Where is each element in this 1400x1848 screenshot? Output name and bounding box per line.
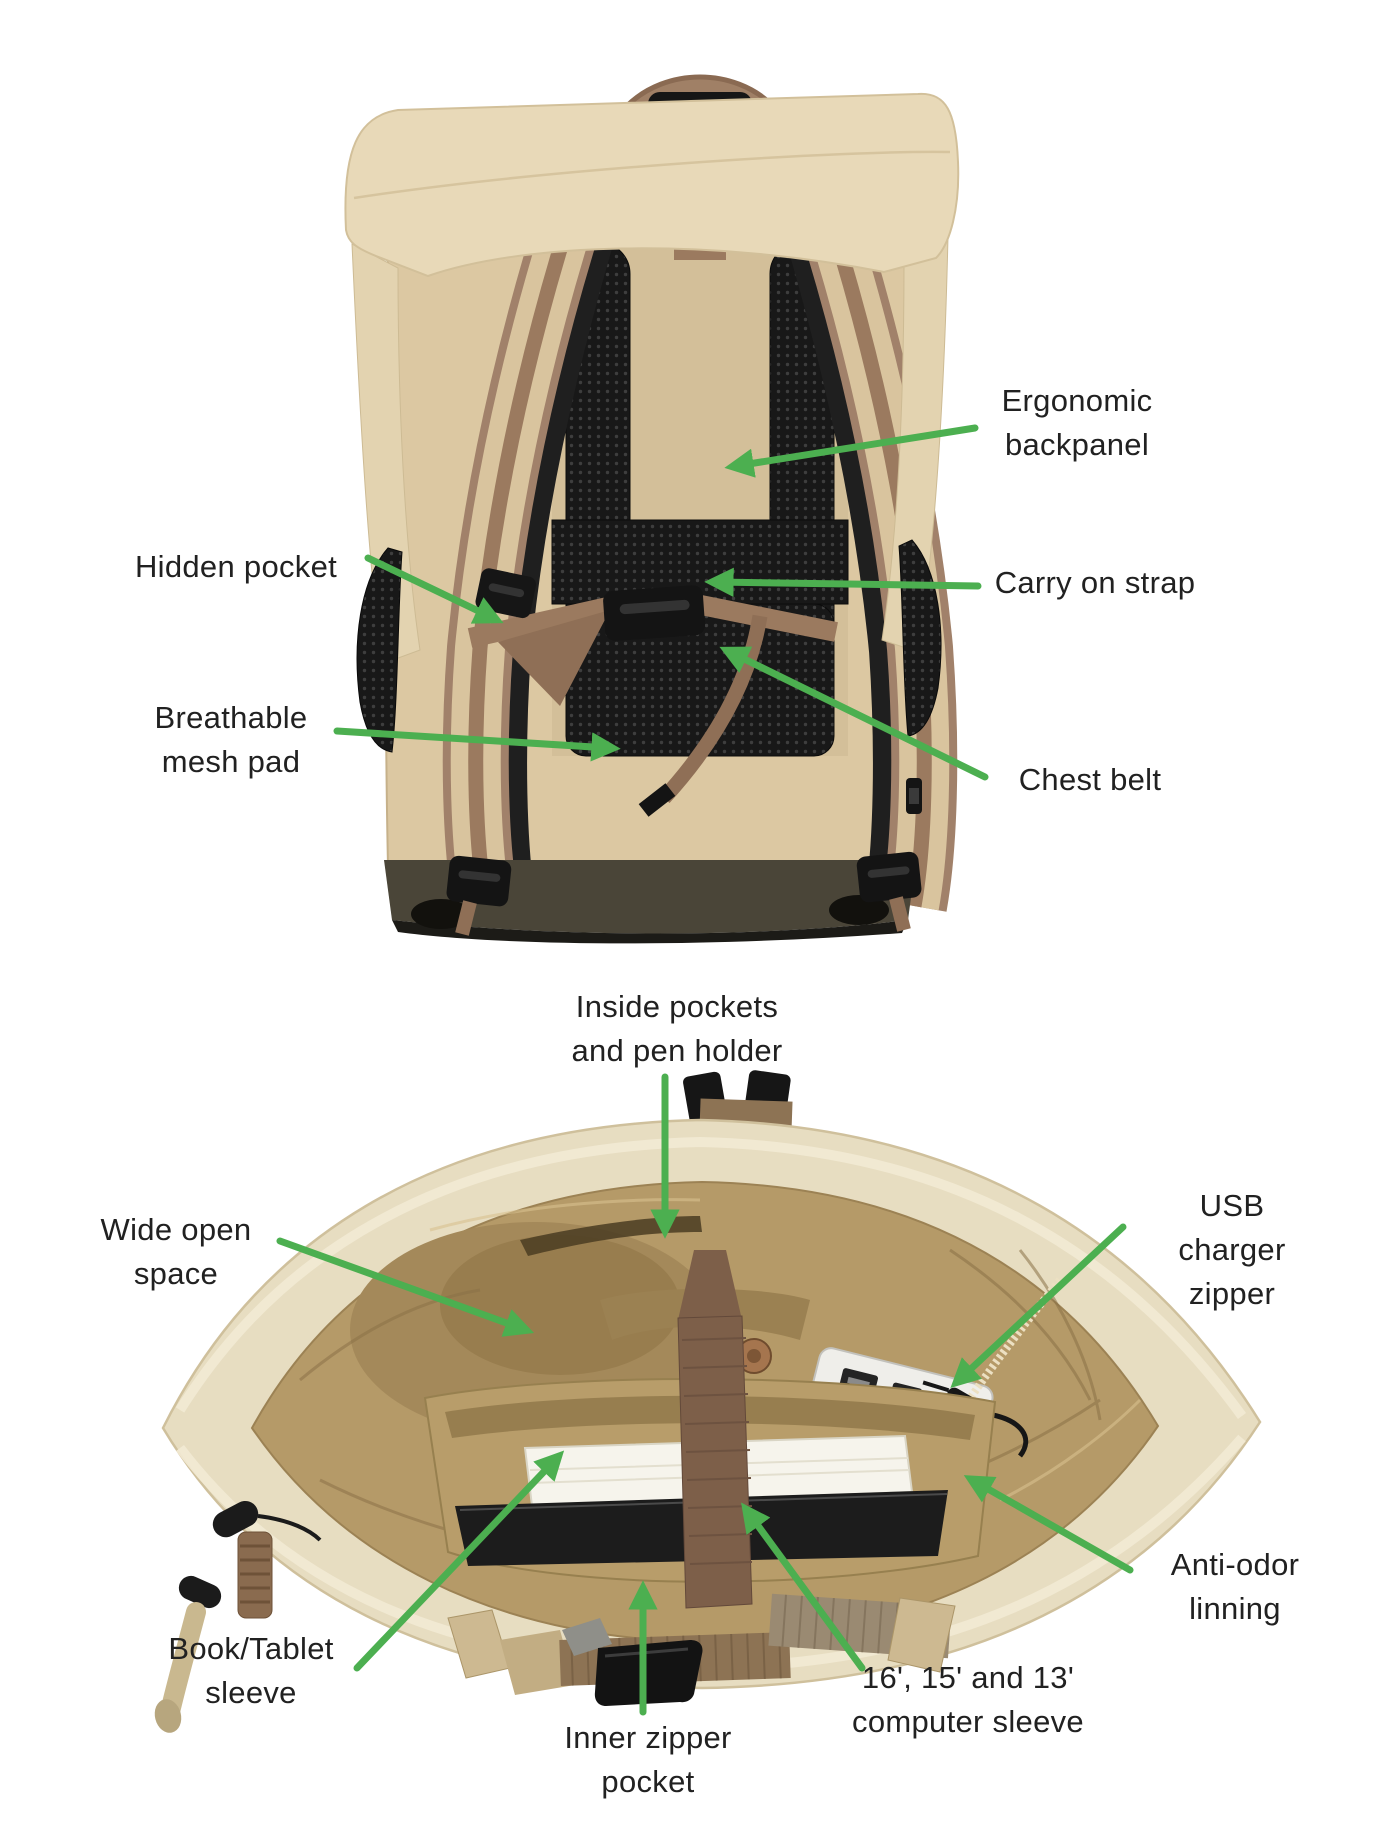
callout-ergonomic-backpanel: Ergonomic backpanel	[1001, 383, 1153, 462]
callout-inside-pockets-pen-holder: Inside pockets and pen holder	[571, 989, 783, 1068]
backpack-back-view-illustration	[344, 74, 960, 944]
side-pocket-left	[356, 547, 403, 753]
callout-anti-odor-linning: Anti-odor linning	[1170, 1547, 1300, 1626]
callout-chest-belt: Chest belt	[1018, 762, 1162, 797]
hanging-zipper-tab	[154, 1602, 206, 1733]
bottom-clip	[594, 1640, 703, 1706]
arrow-wide-open-space	[276, 1237, 535, 1337]
callout-computer-sleeve: 16', 15' and 13' computer sleeve	[852, 1660, 1084, 1739]
zipper-cord	[257, 1514, 322, 1542]
arrow-usb-charger-zipper	[950, 1223, 1127, 1389]
zipper-pull-left-1	[212, 1500, 259, 1538]
arrow-breathable-mesh-pad	[333, 727, 621, 762]
callout-carry-on-strap: Carry on strap	[994, 565, 1196, 600]
sleeve-strap	[677, 1250, 753, 1609]
backpack-inside-view-illustration	[154, 1070, 1262, 1733]
arrow-anti-odor-linning	[963, 1475, 1134, 1574]
arrow-carry-on-strap	[704, 567, 982, 597]
arrow-hidden-pocket	[364, 554, 504, 624]
ladder-buckle-right	[856, 851, 922, 903]
ladder-buckle-left	[446, 855, 512, 907]
callout-inner-zipper-pocket: Inner zipper pocket	[564, 1720, 732, 1799]
backpack-bottom	[384, 860, 916, 944]
usb-port	[906, 778, 922, 814]
usb-cable	[987, 1411, 1029, 1458]
arrow-chest-belt	[719, 646, 989, 781]
callout-hidden-pocket: Hidden pocket	[134, 549, 338, 584]
webbing-loop-left	[237, 1531, 273, 1619]
strap-tail-right	[889, 896, 911, 932]
callout-breathable-mesh-pad: Breathable mesh pad	[154, 700, 308, 779]
arrow-ergonomic-backpanel	[724, 424, 979, 478]
callout-book-tablet-sleeve: Book/Tablet sleeve	[168, 1631, 334, 1710]
side-pocket-right	[898, 539, 942, 737]
zipper-pull-left-2	[178, 1575, 222, 1609]
arrow-computer-sleeve	[741, 1502, 866, 1672]
callout-arrows	[276, 424, 1134, 1716]
roll-top	[344, 92, 960, 665]
strap-tail-left	[455, 900, 477, 936]
arrow-book-tablet-sleeve	[353, 1450, 565, 1672]
callout-wide-open-space: Wide open space	[100, 1212, 252, 1291]
open-space-deep-shadow	[440, 1235, 680, 1375]
callout-usb-charger-zipper: USB charger zipper	[1178, 1188, 1286, 1311]
